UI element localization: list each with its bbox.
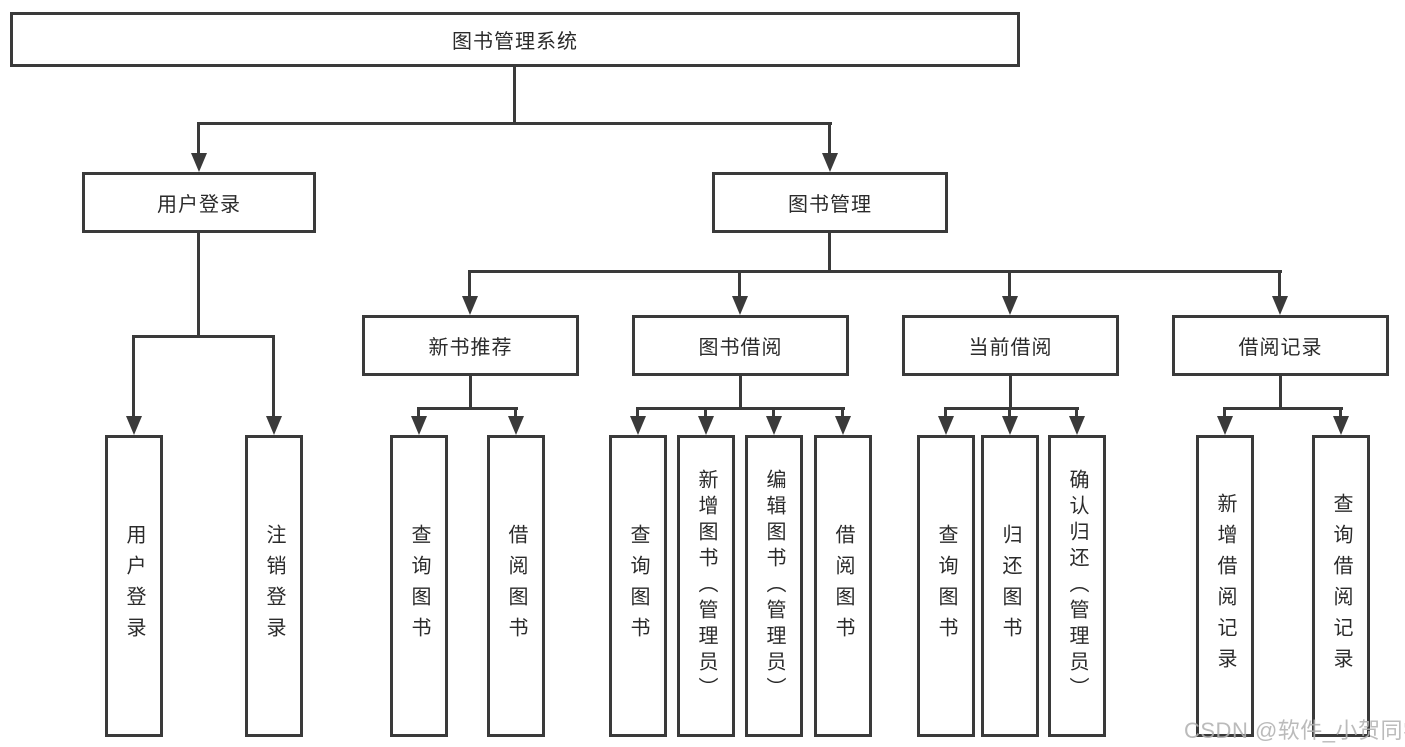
- connector-mgmt-drop-current: [1008, 270, 1011, 297]
- leaf-user-login: 用户登录: [105, 435, 163, 737]
- node-book-mgmt: 图书管理: [712, 172, 948, 233]
- arrowhead-to-edit-book-admin: [766, 416, 782, 435]
- connector-mgmt-drop-newrec: [468, 270, 471, 297]
- node-current-borrow-label: 当前借阅: [968, 337, 1053, 359]
- connector-records-drop-1: [1223, 407, 1226, 417]
- arrowhead-to-leaf-user-login: [126, 416, 142, 435]
- arrowhead-to-add-borrow-record: [1217, 416, 1233, 435]
- leaf-return-book: 归还图书: [981, 435, 1039, 737]
- leaf-add-borrow-record: 新增借阅记录: [1196, 435, 1254, 737]
- arrowhead-to-new-book-rec: [462, 296, 478, 315]
- arrowhead-to-confirm-return-admin: [1069, 416, 1085, 435]
- csdn-watermark: CSDN @软件_小贺同学: [1184, 718, 1405, 743]
- leaf-query-book-newrec: 查询图书: [390, 435, 448, 737]
- connector-login-stem: [197, 233, 200, 335]
- leaf-add-book-admin-label: 新增图书（管理员）: [695, 469, 717, 703]
- node-new-book-rec-label: 新书推荐: [428, 337, 513, 359]
- connector-records-stem: [1279, 376, 1282, 407]
- connector-records-drop-2: [1339, 407, 1342, 417]
- connector-root-stem: [513, 67, 516, 122]
- arrowhead-to-query-book-current: [938, 416, 954, 435]
- connector-mgmt-drop-records: [1278, 270, 1281, 297]
- arrowhead-to-query-book-borrow: [630, 416, 646, 435]
- connector-current-drop-3: [1075, 407, 1078, 417]
- leaf-query-book-current-label: 查询图书: [935, 524, 957, 648]
- connector-borrow-drop-4: [841, 407, 844, 417]
- leaf-query-book-newrec-label: 查询图书: [408, 524, 430, 648]
- node-user-login: 用户登录: [82, 172, 316, 233]
- node-book-mgmt-label: 图书管理: [788, 194, 872, 216]
- node-book-borrow-label: 图书借阅: [698, 337, 783, 359]
- connector-borrow-stem: [739, 376, 742, 407]
- leaf-return-book-label: 归还图书: [999, 524, 1021, 648]
- connector-mgmt-drop-borrow: [738, 270, 741, 297]
- node-borrow-records-label: 借阅记录: [1238, 337, 1323, 359]
- connector-login-hbar: [132, 335, 275, 338]
- node-borrow-records: 借阅记录: [1172, 315, 1389, 376]
- leaf-add-book-admin: 新增图书（管理员）: [677, 435, 735, 737]
- leaf-query-book-borrow-label: 查询图书: [627, 524, 649, 648]
- leaf-confirm-return-admin-label: 确认归还（管理员）: [1066, 469, 1088, 703]
- node-root-system: 图书管理系统: [10, 12, 1020, 67]
- leaf-query-book-current: 查询图书: [917, 435, 975, 737]
- arrowhead-to-borrow-book-newrec: [508, 416, 524, 435]
- leaf-query-borrow-record-label: 查询借阅记录: [1330, 493, 1352, 679]
- arrowhead-to-borrow-records: [1272, 296, 1288, 315]
- connector-borrow-drop-1: [636, 407, 639, 417]
- connector-borrow-drop-2: [704, 407, 707, 417]
- connector-current-hbar: [944, 407, 1079, 410]
- arrowhead-to-leaf-logout: [266, 416, 282, 435]
- arrowhead-to-user-login: [191, 153, 207, 172]
- leaf-logout-login: 注销登录: [245, 435, 303, 737]
- leaf-confirm-return-admin: 确认归还（管理员）: [1048, 435, 1106, 737]
- connector-current-drop-2: [1008, 407, 1011, 417]
- connector-newrec-hbar: [417, 407, 518, 410]
- node-current-borrow: 当前借阅: [902, 315, 1119, 376]
- leaf-query-book-borrow: 查询图书: [609, 435, 667, 737]
- node-book-borrow: 图书借阅: [632, 315, 849, 376]
- arrowhead-to-borrow-book-borrow: [835, 416, 851, 435]
- connector-root-hbar: [197, 122, 832, 125]
- connector-root-drop-login: [197, 122, 200, 155]
- connector-newrec-drop-1: [417, 407, 420, 417]
- leaf-query-borrow-record: 查询借阅记录: [1312, 435, 1370, 737]
- connector-root-drop-mgmt: [828, 122, 831, 155]
- leaf-add-borrow-record-label: 新增借阅记录: [1214, 493, 1236, 679]
- leaf-borrow-book-borrow-label: 借阅图书: [832, 524, 854, 648]
- connector-newrec-stem: [469, 376, 472, 407]
- connector-mgmt-hbar: [468, 270, 1282, 273]
- leaf-logout-login-label: 注销登录: [263, 524, 285, 648]
- connector-login-drop-2: [272, 335, 275, 418]
- leaf-borrow-book-newrec-label: 借阅图书: [505, 524, 527, 648]
- leaf-user-login-label: 用户登录: [123, 524, 145, 648]
- arrowhead-to-return-book: [1002, 416, 1018, 435]
- arrowhead-to-add-book-admin: [698, 416, 714, 435]
- connector-mgmt-stem: [828, 233, 831, 270]
- connector-current-stem: [1009, 376, 1012, 407]
- arrowhead-to-query-book-newrec: [411, 416, 427, 435]
- leaf-borrow-book-newrec: 借阅图书: [487, 435, 545, 737]
- connector-records-hbar: [1223, 407, 1343, 410]
- connector-borrow-hbar: [636, 407, 845, 410]
- connector-login-drop-1: [132, 335, 135, 418]
- connector-newrec-drop-2: [514, 407, 517, 417]
- arrowhead-to-query-borrow-record: [1333, 416, 1349, 435]
- arrowhead-to-book-mgmt: [822, 153, 838, 172]
- leaf-edit-book-admin: 编辑图书（管理员）: [745, 435, 803, 737]
- leaf-edit-book-admin-label: 编辑图书（管理员）: [763, 469, 785, 703]
- connector-borrow-drop-3: [772, 407, 775, 417]
- node-root-label: 图书管理系统: [452, 31, 578, 53]
- arrowhead-to-book-borrow: [732, 296, 748, 315]
- arrowhead-to-current-borrow: [1002, 296, 1018, 315]
- leaf-borrow-book-borrow: 借阅图书: [814, 435, 872, 737]
- connector-current-drop-1: [944, 407, 947, 417]
- node-user-login-label: 用户登录: [157, 194, 241, 216]
- node-new-book-rec: 新书推荐: [362, 315, 579, 376]
